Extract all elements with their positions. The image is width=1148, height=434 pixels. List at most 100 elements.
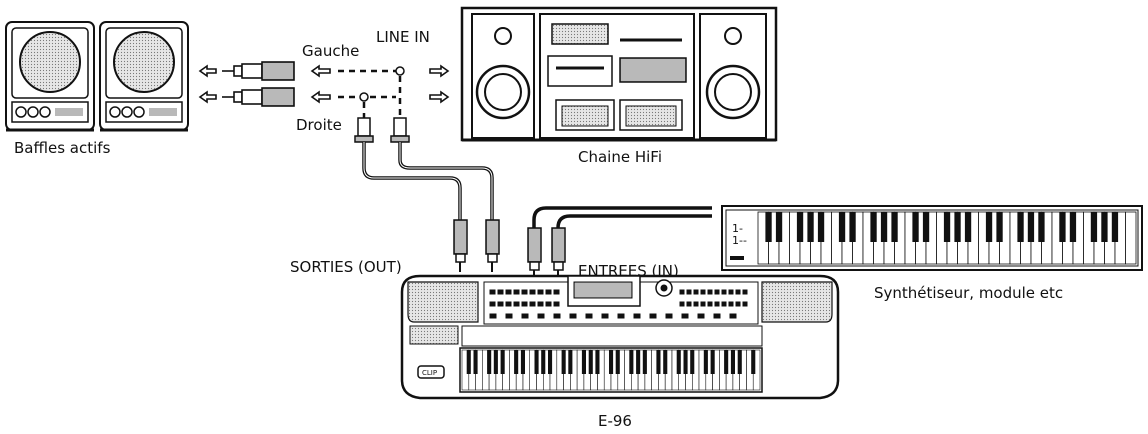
- panel-button: [713, 313, 721, 319]
- black-key: [615, 350, 620, 374]
- black-key: [500, 350, 505, 374]
- panel-button: [707, 301, 713, 307]
- black-key: [730, 350, 735, 374]
- black-key: [710, 350, 715, 374]
- panel-button: [601, 313, 609, 319]
- black-key: [690, 350, 695, 374]
- hifi-label: Chaine HiFi: [578, 148, 662, 166]
- panel-button: [521, 313, 529, 319]
- black-key: [514, 350, 519, 374]
- black-key: [1111, 212, 1119, 242]
- black-key: [588, 350, 593, 374]
- panel-button: [700, 289, 706, 295]
- black-key: [520, 350, 525, 374]
- speakers-label: Baffles actifs: [14, 139, 111, 157]
- panel-button: [497, 289, 504, 295]
- panel-button: [721, 301, 727, 307]
- panel-button: [537, 313, 545, 319]
- rca-plugs: [354, 117, 410, 143]
- panel-button: [742, 301, 748, 307]
- panel-button: [735, 301, 741, 307]
- black-key: [629, 350, 634, 374]
- panel-button: [585, 313, 593, 319]
- black-key: [724, 350, 729, 374]
- panel-button: [545, 301, 552, 307]
- panel-button: [728, 289, 734, 295]
- speaker-right: [99, 21, 189, 132]
- black-key: [775, 212, 783, 242]
- panel-button: [505, 289, 512, 295]
- panel-button: [569, 313, 577, 319]
- black-key: [636, 350, 641, 374]
- black-key: [595, 350, 600, 374]
- panel-button: [693, 289, 699, 295]
- panel-button: [553, 301, 560, 307]
- line-in-label: LINE IN: [376, 28, 430, 46]
- panel-button: [529, 301, 536, 307]
- black-key: [943, 212, 951, 242]
- panel-button: [545, 289, 552, 295]
- black-key: [1027, 212, 1035, 242]
- e96-keys: [461, 349, 761, 391]
- output-cables-inner: [363, 142, 493, 220]
- black-key: [663, 350, 668, 374]
- panel-button: [697, 313, 705, 319]
- panel-button: [693, 301, 699, 307]
- black-key: [912, 212, 919, 242]
- speaker-cables: [198, 61, 331, 107]
- input-jacks: [527, 227, 566, 280]
- panel-button: [521, 301, 528, 307]
- synth-label: Synthétiseur, module etc: [874, 284, 1063, 302]
- panel-button: [497, 301, 504, 307]
- panel-button: [529, 289, 536, 295]
- black-key: [996, 212, 1003, 242]
- line-in-arrows: [429, 64, 450, 104]
- black-key: [1059, 212, 1066, 242]
- black-key: [548, 350, 553, 374]
- black-key: [922, 212, 930, 242]
- left-channel-label: Gauche: [302, 42, 359, 60]
- panel-button: [553, 289, 560, 295]
- panel-button: [742, 289, 748, 295]
- panel-button: [513, 301, 520, 307]
- black-key: [581, 350, 586, 374]
- black-key: [642, 350, 647, 374]
- black-key: [561, 350, 566, 374]
- panel-button: [489, 301, 496, 307]
- outputs-label: SORTIES (OUT): [290, 258, 402, 276]
- panel-button: [617, 313, 625, 319]
- panel-button: [729, 313, 737, 319]
- panel-button: [521, 289, 528, 295]
- panel-button: [665, 313, 673, 319]
- e96-keyboard-icon: CLIP: [400, 274, 840, 400]
- black-key: [737, 350, 742, 374]
- panel-button: [505, 301, 512, 307]
- black-key: [676, 350, 681, 374]
- panel-button: [721, 289, 727, 295]
- signal-paths: [338, 69, 402, 118]
- junction-dots: [359, 66, 405, 102]
- black-key: [796, 212, 804, 242]
- black-key: [534, 350, 539, 374]
- black-key: [703, 350, 708, 374]
- svg-text:1-: 1-: [732, 222, 743, 235]
- black-key: [964, 212, 972, 242]
- svg-text:CLIP: CLIP: [422, 369, 437, 377]
- panel-button: [679, 289, 685, 295]
- panel-button: [537, 289, 544, 295]
- black-key: [568, 350, 573, 374]
- svg-text:1--: 1--: [732, 234, 747, 247]
- black-key: [765, 212, 772, 242]
- panel-button: [714, 289, 720, 295]
- black-key: [1090, 212, 1098, 242]
- black-key: [838, 212, 846, 242]
- right-channel-label: Droite: [296, 116, 342, 134]
- panel-button: [489, 289, 496, 295]
- black-key: [1017, 212, 1024, 242]
- synthesizer-icon: 1- 1--: [721, 205, 1143, 271]
- black-key: [683, 350, 688, 374]
- black-key: [870, 212, 877, 242]
- panel-button: [728, 301, 734, 307]
- panel-button: [537, 301, 544, 307]
